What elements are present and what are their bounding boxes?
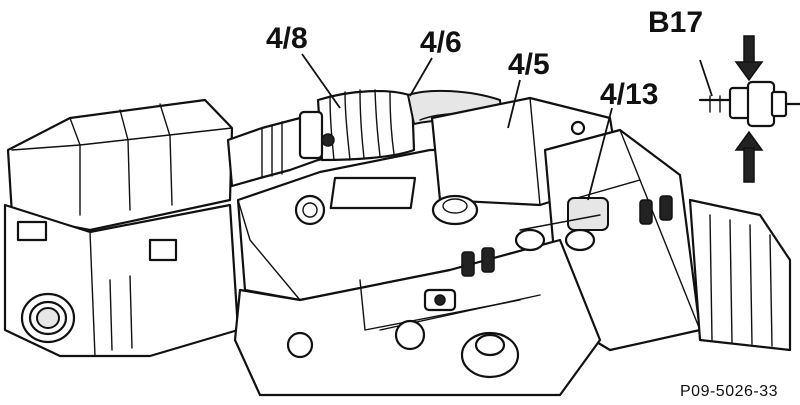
leader-4-5 [507,79,521,129]
leader-4-6 [409,57,433,97]
leader-4-8 [301,53,341,109]
sensor-b17-detail [698,80,800,128]
label-manifold-cover: 4/5 [508,48,550,81]
engine-block [233,96,792,397]
leader-b17 [699,59,713,97]
label-sensor: B17 [648,6,703,39]
label-intake-pipe: 4/6 [420,26,462,59]
label-hose: 4/8 [266,22,308,55]
air-filter-housing [3,98,240,358]
intake-hose [226,89,416,188]
arrow-down-icon [734,35,764,82]
figure-code: P09-5026-33 [680,383,778,400]
arrow-up-icon [734,130,764,183]
leader-4-13 [587,107,613,201]
label-connector: 4/13 [600,78,658,111]
